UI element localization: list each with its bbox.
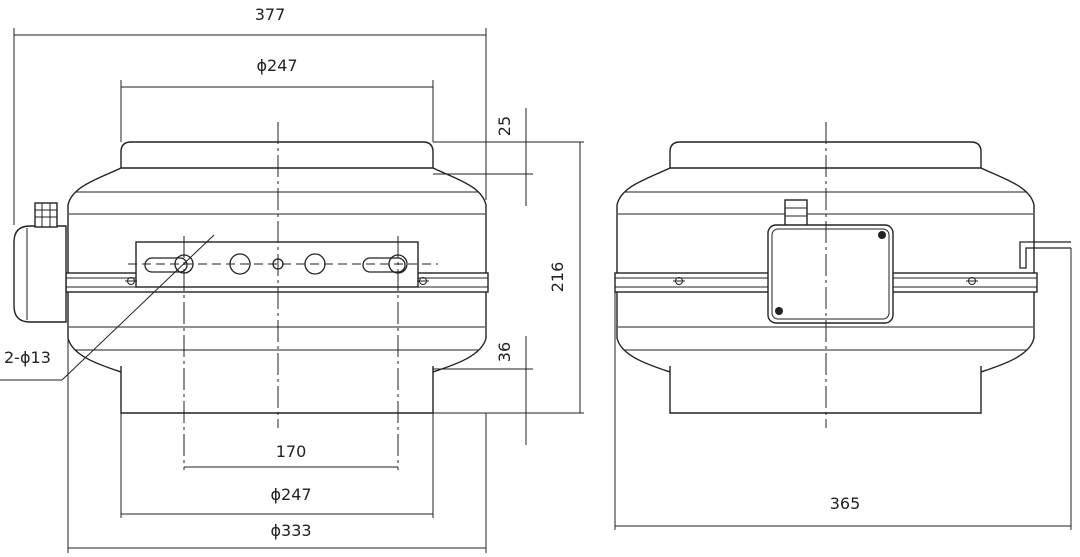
front-hole-leader-line [61, 234, 215, 381]
front-dimensions: 377 ϕ247 25 216 36 2-ϕ13 170 ϕ247 ϕ [4, 5, 584, 553]
side-terminal-box [767, 224, 894, 324]
side-cable-gland [784, 199, 808, 228]
dim-bracket-holes: 2-ϕ13 [4, 348, 51, 367]
side-mounting-hook [1019, 241, 1071, 269]
side-view [614, 122, 1071, 428]
dim-outlet-diameter-bottom: ϕ247 [270, 485, 311, 504]
dim-overall-width: 377 [255, 5, 286, 24]
dim-top-collar: 25 [495, 116, 514, 136]
dim-side-overall-width: 365 [830, 494, 861, 513]
side-dimensions: 365 [614, 248, 1072, 530]
front-bottom-collar [120, 366, 434, 414]
dim-body-diameter: ϕ333 [270, 521, 311, 540]
side-terminal-box-inner [771, 228, 890, 320]
dim-bottom-collar: 36 [495, 342, 514, 362]
side-terminal-box-screw [878, 231, 886, 239]
front-cable-gland [34, 202, 58, 228]
dim-overall-height: 216 [548, 262, 567, 293]
front-view [0, 122, 489, 470]
front-terminal-box [13, 225, 67, 323]
side-terminal-box-screw [775, 307, 783, 315]
dim-hole-spacing: 170 [276, 442, 307, 461]
dim-inlet-diameter-top: ϕ247 [256, 56, 297, 75]
